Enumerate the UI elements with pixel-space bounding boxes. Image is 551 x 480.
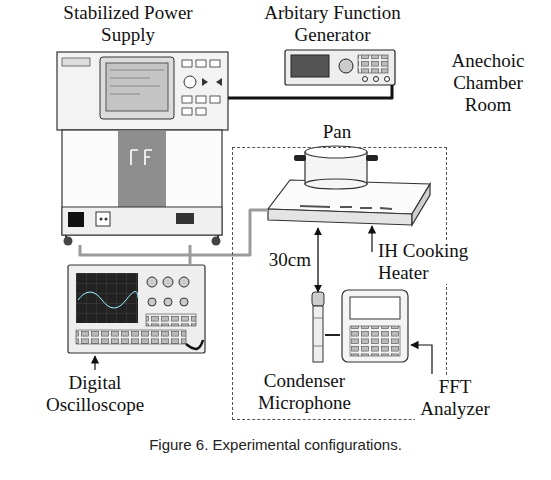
function-generator-drawing [285,50,395,85]
function-generator-drawing [363,77,368,82]
power-supply-drawing [100,57,174,119]
ih-heater-drawing [268,180,430,214]
anechoic-chamber: PanIH Cooking HeaterCondenser Microphone… [232,147,447,420]
power-supply: Stabilized Power Supply [57,52,228,245]
oscilloscope-drawing [163,277,173,287]
leader-line [94,356,95,370]
figure-caption: Figure 6. Experimental configurations. [0,436,551,453]
power-supply-drawing [196,96,206,103]
oscilloscope-drawing [164,298,172,306]
instrument-label: Pan [316,121,358,143]
microphone-drawing [313,318,323,346]
oscilloscope-drawing [68,265,205,353]
power-supply-drawing [118,131,166,207]
digital-oscilloscope: Digital Oscilloscope [68,265,205,353]
power-supply-drawing [66,235,218,240]
instrument-label: FFT Analyzer [415,376,495,420]
power-supply-drawing [212,237,221,246]
instrument-label: Digital Oscilloscope [35,372,155,416]
oscilloscope-drawing [180,298,188,306]
power-supply-drawing [182,96,192,103]
power-supply-drawing [196,108,206,115]
pan-drawing [294,155,306,161]
power-supply-drawing [105,218,108,221]
power-supply-drawing [62,207,222,235]
power-supply-drawing [184,76,196,88]
distance-dimension [317,228,318,292]
oscilloscope-drawing [147,277,157,287]
ih-heater-drawing [412,184,430,225]
power-supply-drawing [182,108,192,115]
measurement-cable [189,245,192,265]
fft-analyzer-drawing [342,290,408,362]
leader-line [411,345,432,374]
oscilloscope-drawing [76,273,138,323]
function-generator-drawing [291,55,329,77]
oscilloscope-drawing [78,291,138,308]
function-generator-drawing [339,59,353,73]
fft-analyzer-drawing [342,290,408,362]
power-supply-drawing [196,60,206,67]
fft-analyzer-drawing [350,297,400,319]
oscilloscope-drawing [76,273,138,323]
ih-cooking-heater: IH Cooking Heater [268,178,430,228]
power-supply-drawing [182,60,192,67]
power-supply-drawing [106,63,168,111]
microphone-drawing [313,306,323,362]
instrument-label: Condenser Microphone [242,370,367,414]
dimension-label: 30cm [268,249,312,271]
function-generator-drawing [285,50,395,85]
ih-heater-drawing [268,180,430,225]
instrument-label: Arbitary Function Generator [245,2,420,46]
power-supply-drawing [64,237,73,246]
power-cable [80,210,268,255]
fft-analyzer-drawing [350,326,400,356]
power-supply-drawing [96,212,110,226]
power-supply-drawing [68,212,84,227]
ih-heater-drawing [300,206,392,209]
power-supply-drawing [210,96,220,103]
power-supply-drawing [62,58,90,66]
condenser-microphone: Condenser Microphone [311,292,325,362]
pan: Pan [294,145,378,190]
power-supply-drawing [110,70,164,94]
function-generator-drawing [385,77,390,82]
oscilloscope-drawing [179,277,189,287]
instrument-label: Anechoic Chamber Room [438,50,538,116]
instrument-label: Stabilized Power Supply [53,2,203,46]
oscilloscope-drawing [68,265,205,353]
fft-analyzer: FFT Analyzer [340,290,410,362]
function-generator-drawing [374,77,379,82]
oscilloscope-drawing [76,330,186,344]
signal-cable [228,85,392,98]
microphone-drawing [312,292,324,306]
oscilloscope-drawing [146,314,196,326]
power-supply-drawing [210,60,220,67]
pan-drawing [366,155,378,161]
oscilloscope-drawing [148,298,156,306]
power-supply-drawing [57,52,228,130]
ih-heater-drawing [268,209,412,225]
power-supply-drawing [62,130,222,235]
oscilloscope-drawing [186,340,203,349]
microphone-drawing [312,292,324,362]
function-generator-drawing [358,55,388,73]
power-supply-drawing [176,213,194,224]
instrument-label: IH Cooking Heater [378,240,483,284]
power-supply-drawing [57,52,228,246]
function-generator: Arbitary Function Generator [285,50,395,85]
power-supply-drawing [100,218,103,221]
pan-drawing [294,146,378,189]
microphone-cable [325,334,340,336]
leader-line [371,226,372,252]
power-supply-drawing [131,150,152,165]
pan-drawing [305,179,367,189]
power-supply-drawing [202,78,222,86]
